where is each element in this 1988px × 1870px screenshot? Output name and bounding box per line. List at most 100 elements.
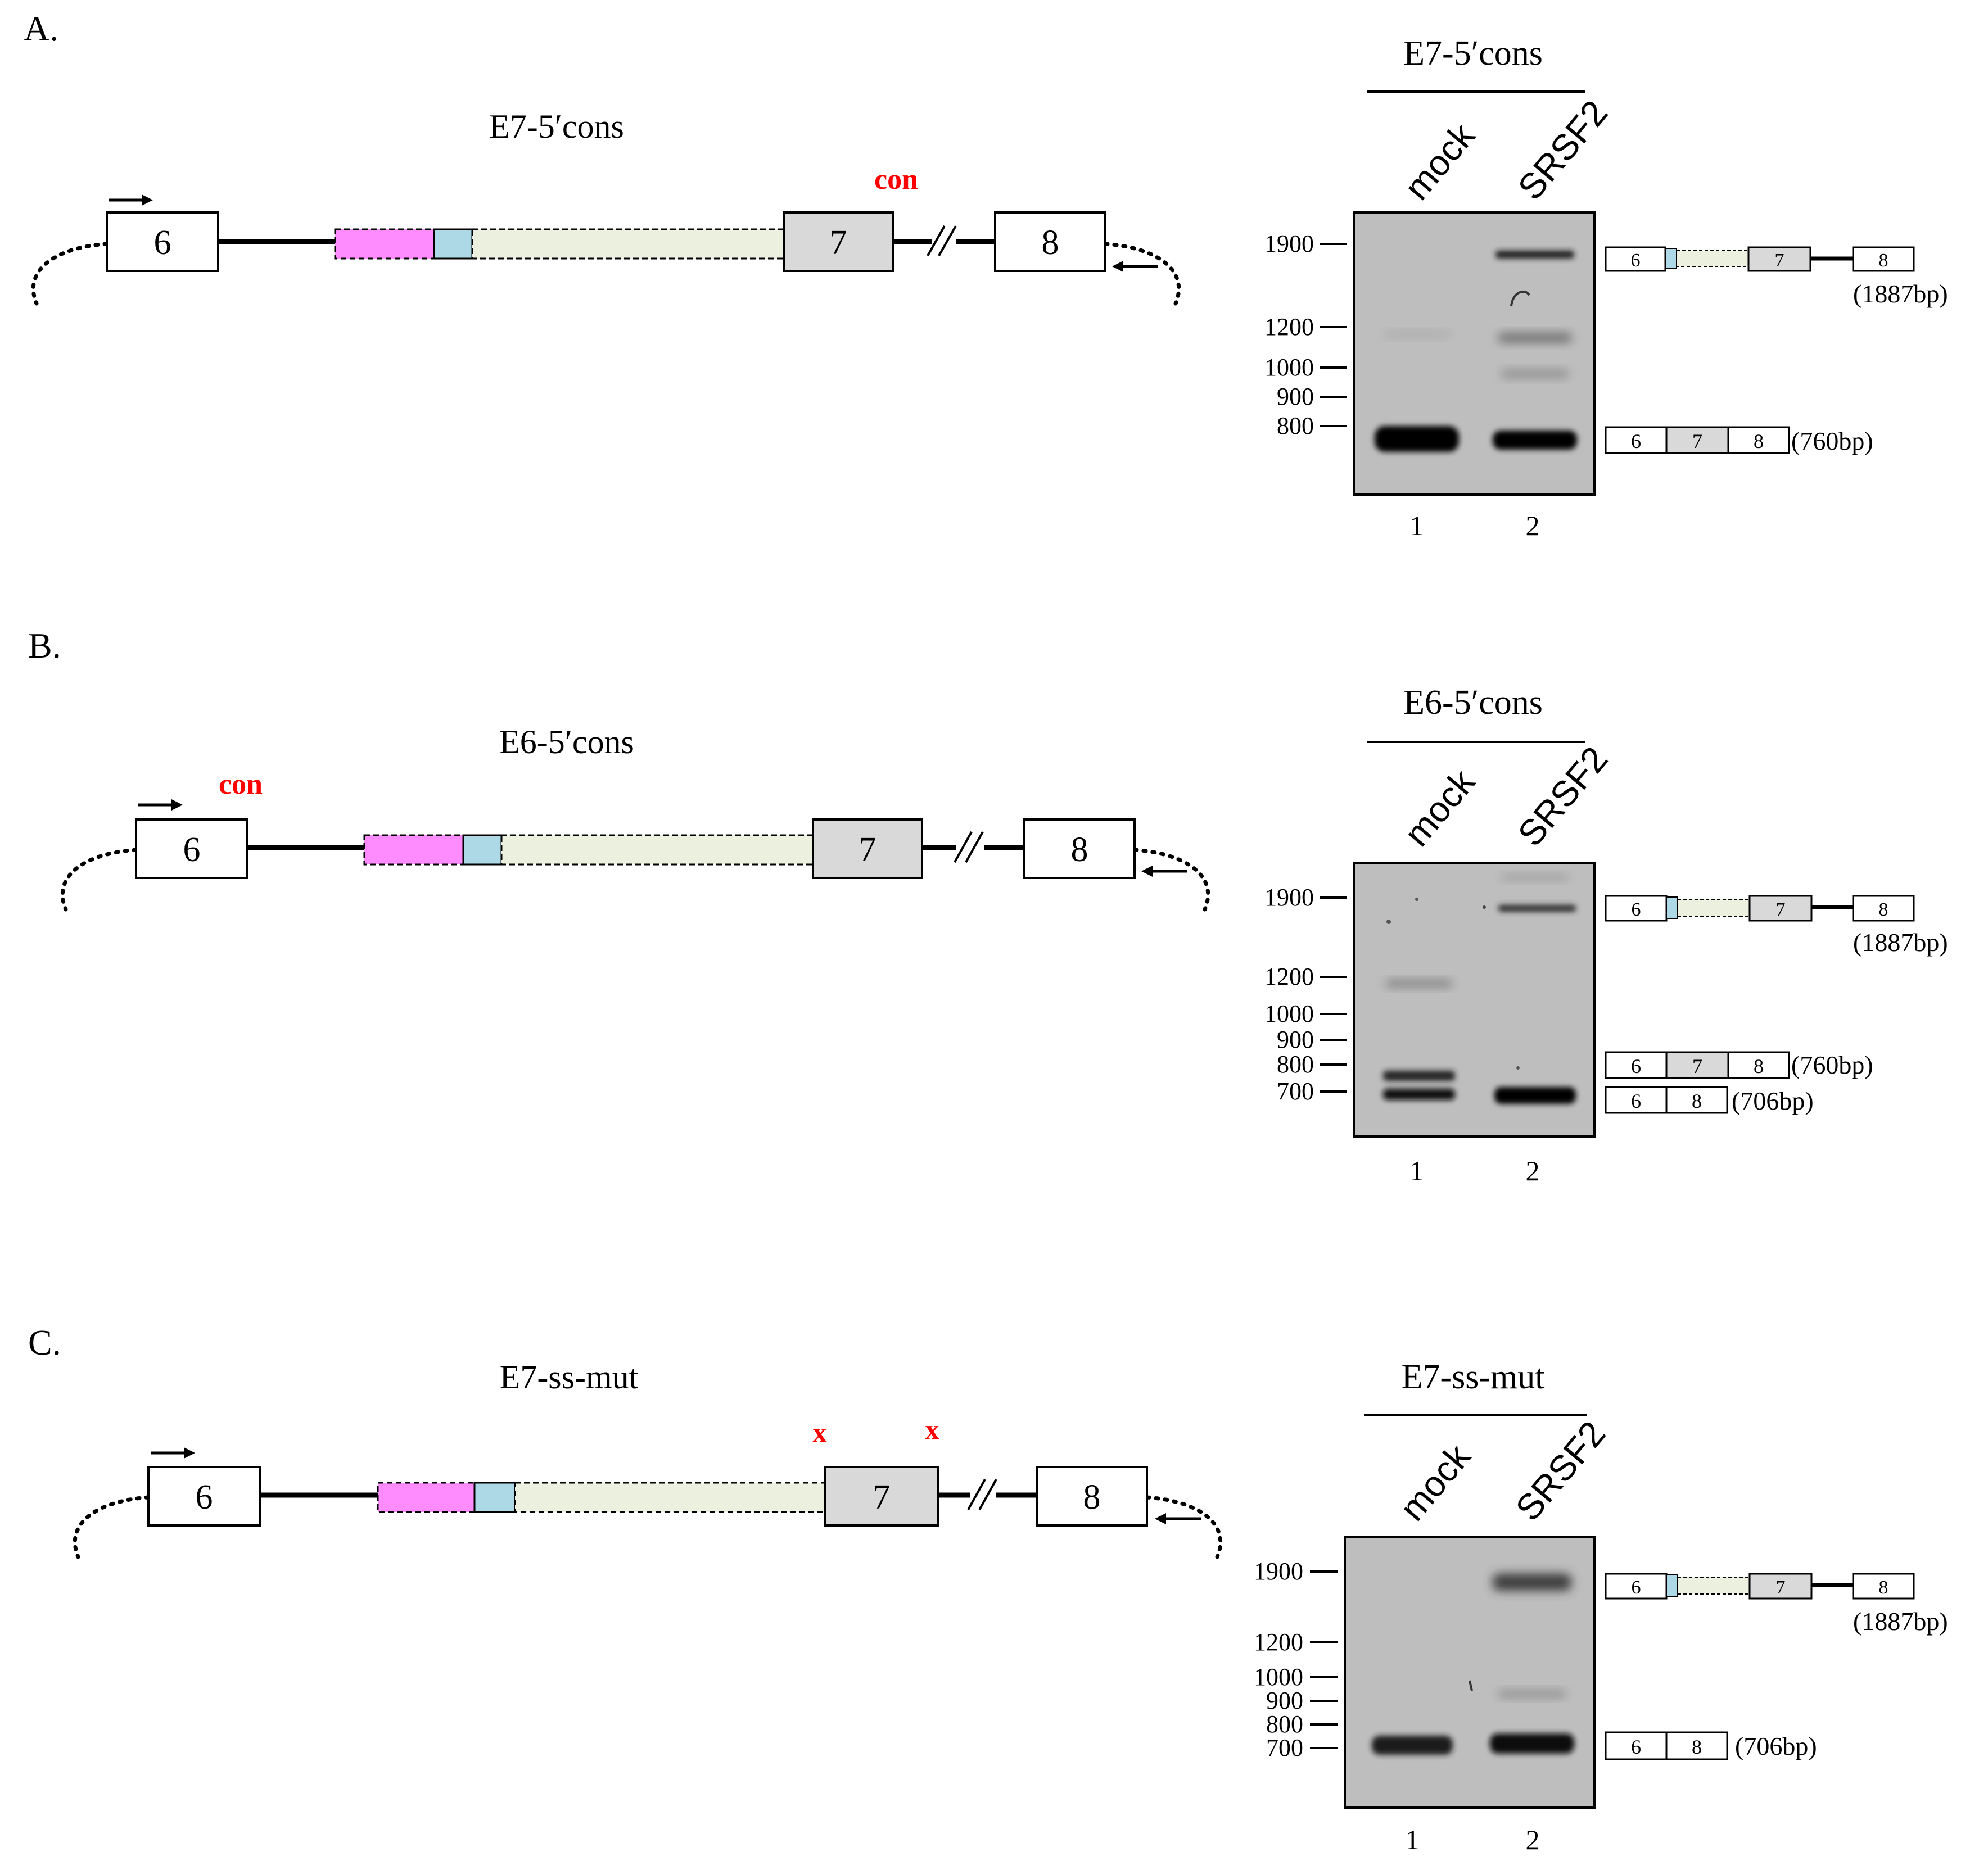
green-intron-segment — [500, 834, 814, 866]
product-size-label: (1887bp) — [1853, 928, 1948, 957]
product-exon-label: 8 — [1692, 1736, 1702, 1758]
exon-7-box — [783, 211, 894, 272]
ladder-label: 800 — [1277, 1051, 1314, 1078]
exon-7-label: 7 — [859, 831, 876, 869]
gel-title: E7-ss-mut — [1402, 1358, 1545, 1396]
forward-primer-arrow — [109, 194, 153, 206]
exon-7-box — [812, 818, 923, 879]
green-intron-segment — [514, 1482, 826, 1513]
mutation-mark-3ss: x — [813, 1416, 827, 1448]
gel-band — [1493, 431, 1577, 450]
exon-7-label: 7 — [873, 1478, 891, 1516]
gel-figure: E6-5′cons mock SRSF2 1900 1200 1000 — [1264, 683, 1948, 1187]
panel-letter: B. — [28, 626, 61, 665]
exon-8-box — [1036, 1466, 1148, 1527]
break-mark — [927, 225, 957, 256]
gel-band — [1386, 980, 1452, 987]
product-size-label: (1887bp) — [1853, 1607, 1948, 1636]
forward-primer-arrow — [138, 799, 183, 811]
panel-a: A. E7-5′cons — [24, 8, 1948, 541]
gel-figure: E7-ss-mut mock SRSF2 1900 1200 1000 900 … — [1254, 1358, 1948, 1855]
product-exon-label: 6 — [1631, 1090, 1641, 1112]
ladder-label: 1900 — [1264, 884, 1314, 911]
ladder-label: 1900 — [1264, 230, 1314, 257]
gel-artifact — [1510, 291, 1530, 307]
product-exon-label: 8 — [1754, 1055, 1764, 1077]
exon-8-label: 8 — [1042, 224, 1059, 262]
gel-artifact — [1469, 1680, 1473, 1691]
product-exon-label: 8 — [1692, 1090, 1702, 1112]
gel-band — [1383, 1089, 1455, 1100]
product-exon-label: 6 — [1632, 899, 1641, 920]
gel-band — [1501, 370, 1569, 378]
pink-motif-segment — [363, 834, 464, 866]
construct-diagram: E6-5′cons 6 7 — [61, 723, 1210, 912]
construct-diagram: E7-5′cons — [31, 108, 1181, 306]
blue-motif-segment — [462, 834, 503, 866]
product-exon-label: 7 — [1692, 430, 1702, 452]
product-size-label: (760bp) — [1791, 427, 1873, 455]
construct-title: E7-5′cons — [489, 108, 624, 145]
lane-number: 2 — [1526, 1155, 1540, 1187]
size-ladder: 1900 1200 1000 900 800 700 — [1254, 1557, 1338, 1762]
ladder-label: 900 — [1266, 1687, 1303, 1714]
forward-primer-arrow — [151, 1447, 195, 1459]
product-exon-label: 8 — [1879, 1577, 1888, 1598]
product-exon-label: 6 — [1632, 1577, 1641, 1598]
product-size-label: (706bp) — [1732, 1086, 1814, 1115]
exon-8-label: 8 — [1071, 831, 1088, 869]
ladder-label: 1000 — [1264, 1000, 1314, 1027]
construct-title: E7-ss-mut — [500, 1359, 639, 1396]
exon-8-box — [994, 211, 1106, 272]
product-included: 6 7 8 (760bp) — [1605, 1051, 1873, 1079]
construct-title: E6-5′cons — [499, 723, 634, 760]
panel-c: C. E7-ss-mut 6 — [28, 1323, 1948, 1855]
exon-7-box — [824, 1466, 939, 1527]
pink-motif-segment — [377, 1482, 476, 1513]
con-mark: con — [874, 164, 918, 196]
ladder-label: 1000 — [1264, 354, 1314, 381]
lane-number: 2 — [1526, 510, 1540, 541]
ladder-label: 1900 — [1254, 1557, 1303, 1585]
product-size-label: (706bp) — [1735, 1732, 1817, 1760]
lane-number: 2 — [1526, 1824, 1540, 1855]
product-unspliced: 6 7 8 (1887bp) — [1605, 895, 1948, 957]
blue-motif-segment — [433, 228, 473, 260]
size-ladder: 1900 1200 1000 900 800 700 — [1264, 884, 1347, 1105]
lane-header-mock: mock — [1397, 115, 1483, 207]
reverse-primer-arrow — [1112, 261, 1158, 272]
product-exon-label: 8 — [1754, 430, 1764, 452]
product-skipped: 6 8 (706bp) — [1605, 1086, 1814, 1115]
product-unspliced: 6 7 8 (1887bp) — [1605, 246, 1948, 308]
ladder-label: 1200 — [1264, 313, 1314, 341]
product-exon-label: 7 — [1776, 1577, 1786, 1598]
ladder-label: 800 — [1277, 412, 1314, 440]
gel-title: E7-5′cons — [1403, 34, 1543, 73]
lane-header-srsf2: SRSF2 — [1510, 739, 1616, 854]
exon-8-box — [1023, 818, 1136, 879]
gel-band — [1494, 1087, 1576, 1104]
ladder-label: 1000 — [1254, 1663, 1303, 1691]
lane-number: 1 — [1410, 510, 1424, 541]
ladder-label: 1200 — [1264, 963, 1314, 990]
green-intron-segment — [471, 228, 785, 260]
product-included: 6 7 8 (760bp) — [1605, 426, 1873, 455]
exon-6-box — [147, 1466, 261, 1527]
gel-band — [1372, 1736, 1453, 1755]
gel-band — [1498, 1691, 1566, 1697]
ladder-label: 900 — [1277, 1026, 1314, 1053]
gel-speck — [1516, 1066, 1520, 1070]
gel-band — [1383, 332, 1451, 337]
gel-band — [1495, 251, 1574, 259]
con-mark: con — [219, 768, 263, 800]
gel-figure: E7-5′cons mock SRSF2 1900 1200 1000 900 — [1264, 34, 1948, 541]
product-exon-label: 8 — [1879, 250, 1888, 271]
blue-motif-segment — [473, 1482, 516, 1513]
ladder-label: 1200 — [1254, 1628, 1303, 1656]
construct-diagram: E7-ss-mut 6 7 — [73, 1359, 1222, 1559]
lane-header-srsf2: SRSF2 — [1508, 1414, 1614, 1528]
ladder-label: 800 — [1266, 1710, 1303, 1738]
gel-speck — [1415, 898, 1418, 901]
panel-b: B. E6-5′cons 6 — [28, 626, 1948, 1187]
gel-band — [1383, 1071, 1455, 1081]
